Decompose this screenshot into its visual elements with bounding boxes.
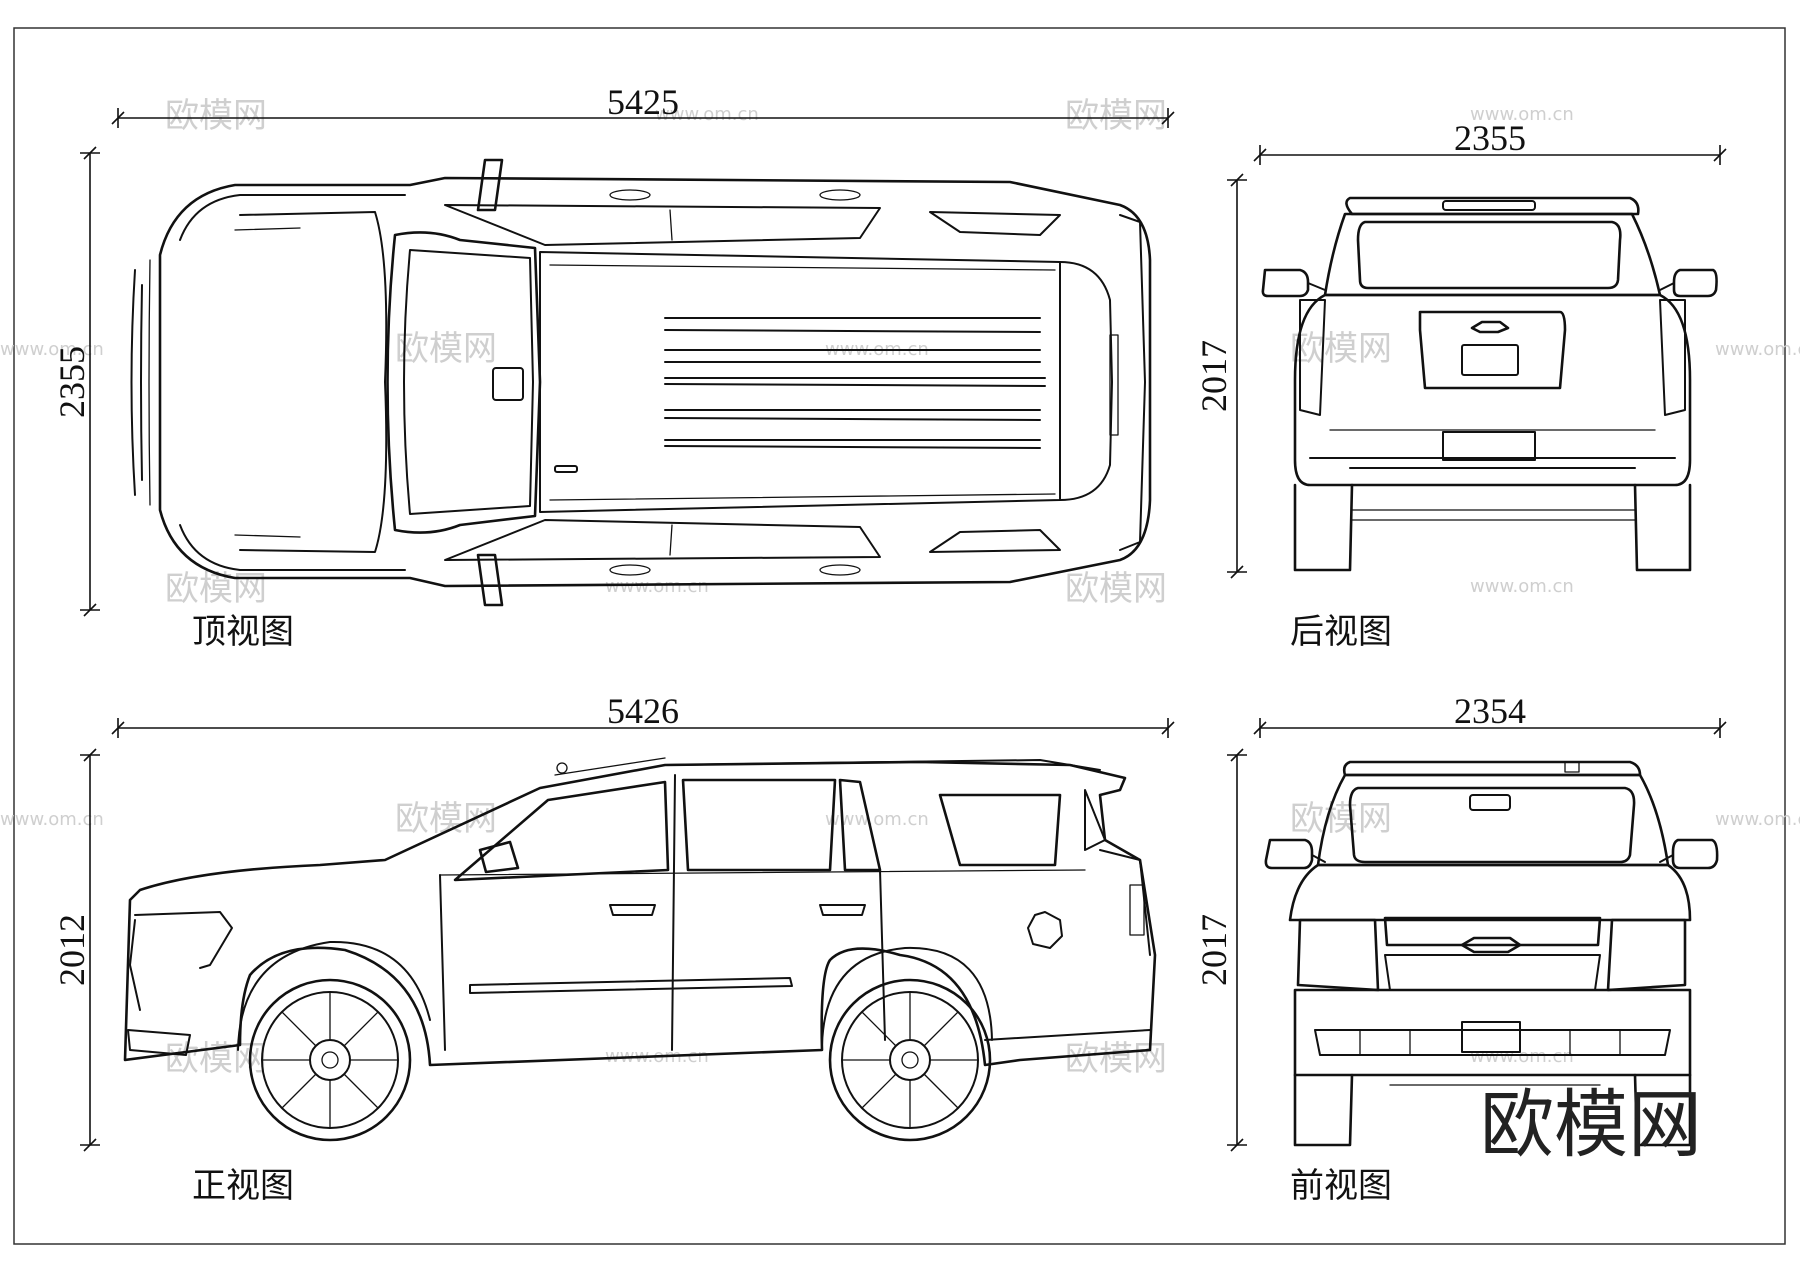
watermark-url: www.om.cn <box>0 809 104 830</box>
watermark-url: www.om.cn <box>1715 339 1800 360</box>
dimension-top-length: 5425 <box>111 82 1175 128</box>
watermark-url: www.om.cn <box>825 809 929 830</box>
dimension-front-width: 2354 <box>1253 691 1727 738</box>
sheet-border <box>13 27 1786 1245</box>
view-label-rear: 后视图 <box>1290 612 1392 652</box>
dimension-value: 2012 <box>52 914 92 986</box>
dimension-side-height: 2012 <box>52 748 100 1152</box>
watermark-text: 欧模网 <box>165 569 267 609</box>
dimension-value: 2354 <box>1454 691 1526 731</box>
side-view-drawing <box>123 757 1157 1142</box>
view-label-front: 前视图 <box>1290 1166 1392 1206</box>
view-label-top: 顶视图 <box>192 612 294 652</box>
dimension-rear-width: 2355 <box>1253 118 1727 165</box>
watermark-text: 欧模网 <box>1065 96 1167 136</box>
watermark-url: www.om.cn <box>1715 809 1800 830</box>
dimension-value: 2355 <box>52 346 92 418</box>
watermark-url: www.om.cn <box>605 576 709 597</box>
watermark-url: www.om.cn <box>0 339 104 360</box>
dimension-value: 2017 <box>1194 340 1234 412</box>
watermark-text: 欧模网 <box>1290 329 1392 369</box>
dimension-value: 5426 <box>607 691 679 731</box>
dimension-front-height: 2017 <box>1194 748 1247 1152</box>
watermark-text: 欧模网 <box>395 329 497 369</box>
watermark-text: 欧模网 <box>1065 569 1167 609</box>
watermark-url: www.om.cn <box>1470 104 1574 125</box>
watermark-url: www.om.cn <box>1470 576 1574 597</box>
dimension-value: 2355 <box>1454 118 1526 158</box>
view-label-side: 正视图 <box>192 1166 294 1206</box>
brand-logo: 欧模网 <box>1480 1082 1702 1168</box>
watermark-text: 欧模网 <box>1290 799 1392 839</box>
front-view-drawing <box>1264 760 1719 1147</box>
watermark-url: www.om.cn <box>655 104 759 125</box>
watermark-layer: 欧模网 欧模网 www.om.cn www.om.cn 欧模网 欧模网 www.… <box>0 96 1800 1079</box>
dimension-value: 5425 <box>607 82 679 122</box>
dimension-value: 2017 <box>1194 914 1234 986</box>
dimension-top-width: 2355 <box>52 146 100 617</box>
dimension-rear-height: 2017 <box>1194 173 1247 579</box>
watermark-url: www.om.cn <box>1470 1046 1574 1067</box>
watermark-text: 欧模网 <box>165 96 267 136</box>
rear-view-drawing <box>1261 196 1718 572</box>
top-view-drawing <box>130 158 1152 607</box>
watermark-text: 欧模网 <box>1065 1039 1167 1079</box>
dimension-side-length: 5426 <box>111 691 1175 738</box>
